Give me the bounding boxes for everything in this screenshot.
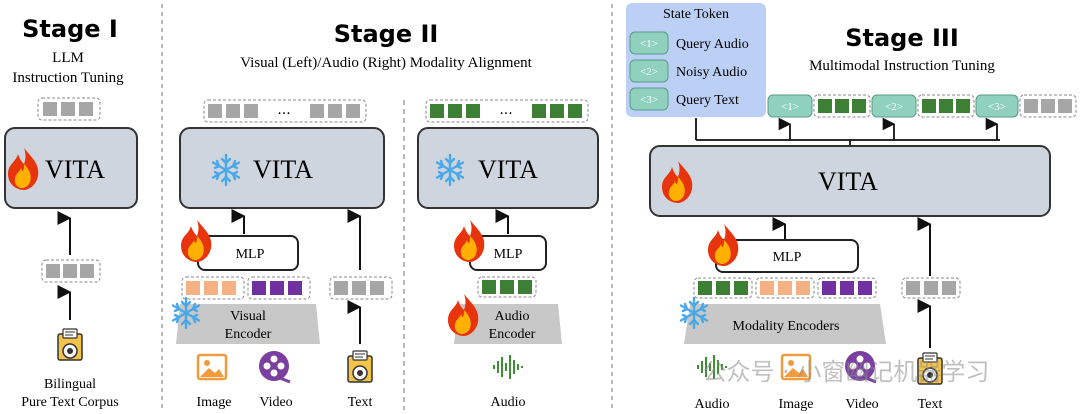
- output-tag-3: <3>: [988, 101, 1006, 113]
- stage3-input-image: Image: [779, 397, 814, 412]
- audio-encoder-line1: Audio: [495, 309, 530, 324]
- stage3-vita-box: [649, 145, 1051, 217]
- stage2-left-vita-box: [179, 127, 385, 209]
- fire-icon: [181, 220, 212, 262]
- input-audio-label: Audio: [491, 395, 526, 410]
- modality-encoder-label: Modality Encoders: [733, 319, 840, 334]
- visual-encoder-line2: Encoder: [225, 327, 272, 342]
- input-image-label: Image: [197, 395, 232, 410]
- output-tag-2: <2>: [885, 101, 903, 113]
- svg-text:<3>: <3>: [640, 94, 658, 106]
- stage3-vita-label: VITA: [818, 167, 878, 196]
- stage2-left-mlp-label: MLP: [236, 247, 265, 262]
- visual-encoder-line1: Visual: [230, 309, 266, 324]
- fire-icon: [708, 224, 739, 266]
- visual-encoder-shape: [176, 304, 320, 344]
- stage3-mlp-label: MLP: [773, 250, 802, 265]
- stage3-text-tokens: [901, 277, 961, 299]
- state-token-item: <2> Noisy Audio: [629, 59, 747, 83]
- video-icon: [257, 349, 292, 384]
- svg-text:Query Audio: Query Audio: [676, 37, 749, 52]
- state-token-item: <3> Query Text: [629, 87, 739, 111]
- stage1-vita-label: VITA: [45, 155, 105, 184]
- stage3-input-text: Text: [918, 397, 943, 412]
- stage3-output-connector: [695, 117, 1000, 146]
- text-document-icon: [57, 328, 83, 361]
- stage2-left-vita-label: VITA: [253, 155, 313, 184]
- state-token-item: <1> Query Audio: [629, 31, 749, 55]
- stage2-left-output-tokens: [203, 99, 367, 123]
- fire-icon: [454, 220, 485, 262]
- svg-text:<1>: <1>: [640, 38, 658, 50]
- stage1-subtitle-line2: Instruction Tuning: [12, 70, 124, 86]
- stage3-subtitle: Multimodal Instruction Tuning: [809, 58, 995, 74]
- stage3-title: Stage III: [845, 24, 959, 52]
- stage3-input-audio: Audio: [695, 397, 730, 412]
- stage1-output-tokens: [37, 97, 101, 121]
- stage2-right: ··· VITA MLP Audio Encoder Audio: [417, 99, 599, 410]
- audio-encoder-shape: [454, 304, 562, 344]
- stage3-output-tokens: <1> <2> <3>: [767, 94, 1077, 118]
- stage1-input-line2: Pure Text Corpus: [21, 395, 119, 410]
- stage2-text-tokens: [329, 276, 393, 300]
- watermark: 公众号 · 小窗幽记机器学习: [703, 358, 990, 386]
- state-token-panel: State Token <1> Query Audio <2> Noisy Au…: [626, 3, 766, 117]
- input-video-label: Video: [259, 395, 292, 410]
- stage2-audio-tokens: [477, 276, 537, 298]
- stage3: Stage III Multimodal Instruction Tuning …: [626, 3, 1077, 412]
- audio-waveform-icon: [493, 355, 523, 379]
- ellipsis: ···: [277, 106, 290, 122]
- stage2-right-vita-label: VITA: [478, 155, 538, 184]
- text-document-icon: [347, 350, 373, 383]
- stage1-title: Stage I: [22, 15, 118, 43]
- stage1-input-line1: Bilingual: [44, 377, 96, 392]
- stage2-title: Stage II: [334, 20, 439, 48]
- stage2-right-output-tokens: [425, 99, 589, 123]
- stage1: Stage I LLM Instruction Tuning VITA Bili…: [4, 15, 138, 410]
- stage1-input-tokens: [41, 259, 101, 283]
- stage2-subtitle: Visual (Left)/Audio (Right) Modality Ali…: [240, 55, 532, 71]
- stage3-encoder-tokens: [693, 277, 877, 299]
- stage1-subtitle-line1: LLM: [52, 50, 84, 66]
- image-icon: [196, 353, 228, 381]
- svg-text:<2>: <2>: [640, 66, 658, 78]
- ellipsis: ···: [499, 106, 512, 122]
- stage2: Stage II Visual (Left)/Audio (Right) Mod…: [171, 20, 599, 410]
- output-tag-1: <1>: [781, 101, 799, 113]
- stage2-left: ··· VITA MLP Visual Encoder: [171, 99, 393, 410]
- state-token-title: State Token: [663, 7, 729, 22]
- svg-text:Query Text: Query Text: [676, 93, 739, 108]
- stage2-visual-tokens: [181, 276, 311, 300]
- stage2-right-vita-box: [417, 127, 599, 209]
- modality-encoder-shape: [684, 304, 886, 344]
- input-text-label: Text: [348, 395, 373, 410]
- stage3-input-video: Video: [845, 397, 878, 412]
- stage2-right-mlp-label: MLP: [494, 247, 523, 262]
- fire-icon: [448, 294, 479, 336]
- svg-text:Noisy Audio: Noisy Audio: [676, 65, 747, 80]
- audio-encoder-line2: Encoder: [489, 327, 536, 342]
- stage1-vita-box: [4, 127, 138, 209]
